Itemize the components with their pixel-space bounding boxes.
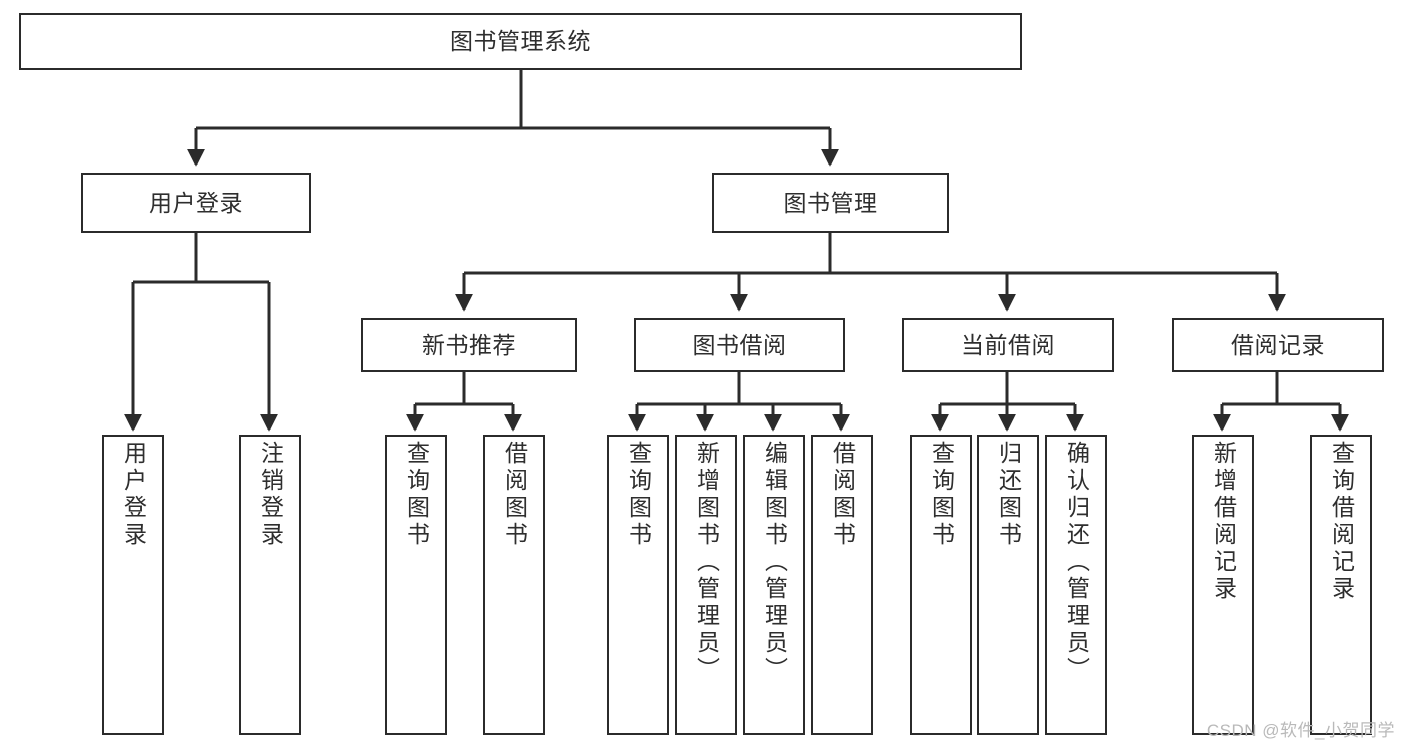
node-borrow-records-label: 借阅记录 bbox=[1231, 331, 1325, 358]
node-leaf-confirm-return-label: 确认归还（管理员） bbox=[1063, 441, 1090, 684]
node-leaf-query-record-label: 查询借阅记录 bbox=[1328, 441, 1355, 603]
node-user-login[interactable]: 用户登录 bbox=[81, 173, 311, 233]
csdn-watermark: CSDN @软件_小贺同学 bbox=[1206, 721, 1395, 740]
node-leaf-user-logout-label: 注销登录 bbox=[257, 441, 284, 549]
node-book-management[interactable]: 图书管理 bbox=[712, 173, 949, 233]
node-leaf-confirm-return[interactable]: 确认归还（管理员） bbox=[1045, 435, 1107, 735]
node-leaf-borrow-book-2[interactable]: 借阅图书 bbox=[811, 435, 873, 735]
node-leaf-query-book-1[interactable]: 查询图书 bbox=[385, 435, 447, 735]
node-leaf-query-book-1-label: 查询图书 bbox=[403, 441, 430, 549]
node-book-borrow-label: 图书借阅 bbox=[692, 331, 787, 358]
node-new-book-recommend-label: 新书推荐 bbox=[422, 331, 516, 358]
node-root-label: 图书管理系统 bbox=[450, 28, 591, 55]
node-leaf-return-book-label: 归还图书 bbox=[995, 441, 1022, 549]
node-leaf-add-record[interactable]: 新增借阅记录 bbox=[1192, 435, 1254, 735]
node-current-borrow[interactable]: 当前借阅 bbox=[902, 318, 1114, 372]
node-leaf-add-record-label: 新增借阅记录 bbox=[1210, 441, 1237, 603]
node-leaf-edit-book[interactable]: 编辑图书（管理员） bbox=[743, 435, 805, 735]
node-leaf-add-book[interactable]: 新增图书（管理员） bbox=[675, 435, 737, 735]
node-leaf-edit-book-label: 编辑图书（管理员） bbox=[761, 441, 788, 684]
node-leaf-query-book-3[interactable]: 查询图书 bbox=[910, 435, 972, 735]
node-root[interactable]: 图书管理系统 bbox=[19, 13, 1022, 70]
node-leaf-borrow-book-1[interactable]: 借阅图书 bbox=[483, 435, 545, 735]
node-leaf-borrow-book-2-label: 借阅图书 bbox=[829, 441, 856, 549]
node-leaf-query-book-2[interactable]: 查询图书 bbox=[607, 435, 669, 735]
node-leaf-query-record[interactable]: 查询借阅记录 bbox=[1310, 435, 1372, 735]
node-book-borrow[interactable]: 图书借阅 bbox=[634, 318, 845, 372]
node-leaf-query-book-3-label: 查询图书 bbox=[928, 441, 955, 549]
node-leaf-borrow-book-1-label: 借阅图书 bbox=[501, 441, 528, 549]
node-leaf-query-book-2-label: 查询图书 bbox=[625, 441, 652, 549]
node-current-borrow-label: 当前借阅 bbox=[961, 331, 1055, 358]
node-leaf-user-login-label: 用户登录 bbox=[120, 441, 147, 549]
node-leaf-user-login[interactable]: 用户登录 bbox=[102, 435, 164, 735]
node-leaf-user-logout[interactable]: 注销登录 bbox=[239, 435, 301, 735]
node-borrow-records[interactable]: 借阅记录 bbox=[1172, 318, 1384, 372]
node-user-login-label: 用户登录 bbox=[149, 189, 243, 216]
node-leaf-return-book[interactable]: 归还图书 bbox=[977, 435, 1039, 735]
node-new-book-recommend[interactable]: 新书推荐 bbox=[361, 318, 577, 372]
node-book-management-label: 图书管理 bbox=[783, 189, 878, 216]
node-leaf-add-book-label: 新增图书（管理员） bbox=[693, 441, 720, 684]
